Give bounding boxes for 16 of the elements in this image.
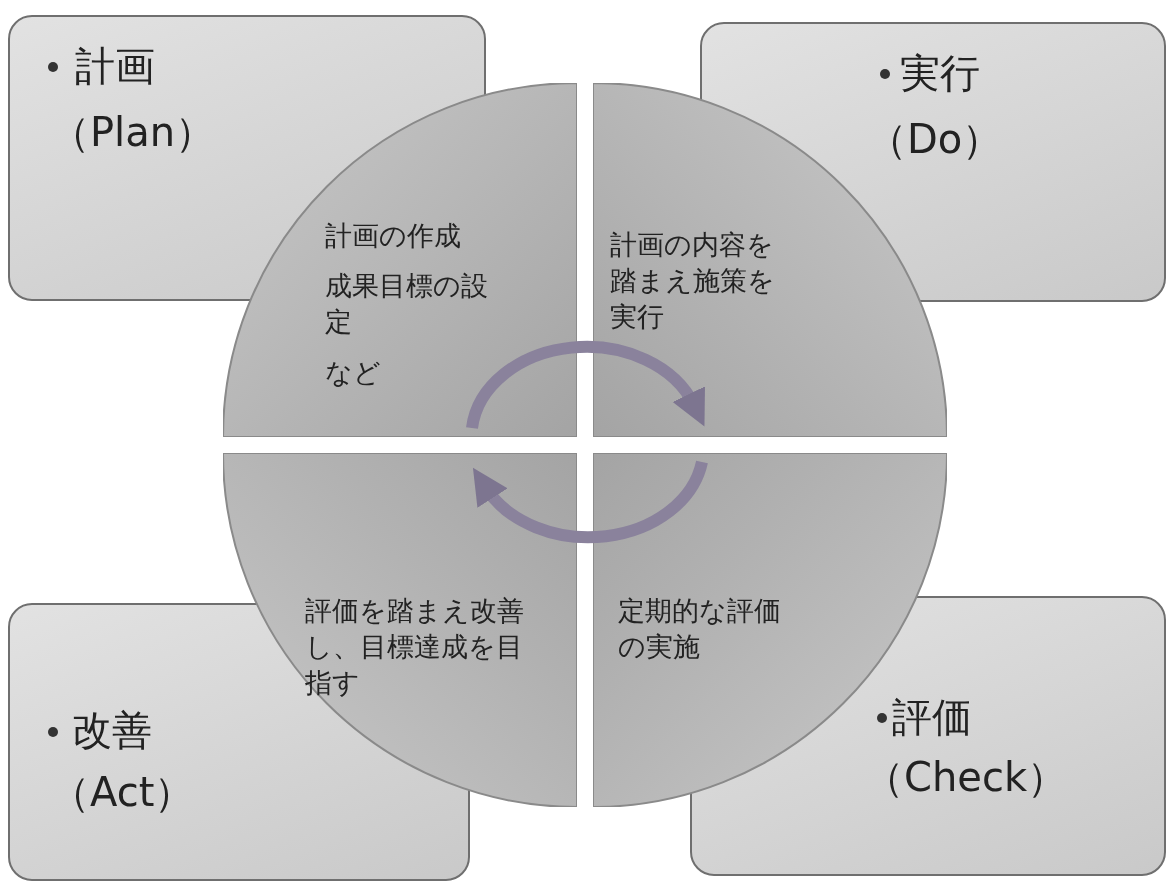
quadrant-text: 評価を踏まえ改善し、目標達成を目指す	[305, 594, 525, 700]
heading-text: （Act）	[50, 768, 195, 817]
heading-text: （Check）	[864, 753, 1068, 802]
cycle-arrow	[466, 341, 707, 430]
heading-text: 評価	[892, 693, 972, 742]
heading-text: 実行	[900, 49, 980, 98]
quadrant-text: 計画の内容を踏まえ施策を実行	[610, 228, 776, 334]
heading-text: （Do）	[867, 115, 1003, 164]
heading-text: 計画	[75, 42, 155, 91]
quadrant-text: 定期的な評価の実施	[618, 594, 782, 664]
quadrant-text: 計画の作成	[325, 219, 462, 253]
quadrant-text: など	[325, 356, 382, 390]
cycle-arrow	[471, 460, 708, 544]
heading-text: 改善	[72, 706, 152, 755]
quadrant-text: 成果目標の設定	[325, 269, 489, 339]
heading-text: （Plan）	[50, 108, 216, 157]
